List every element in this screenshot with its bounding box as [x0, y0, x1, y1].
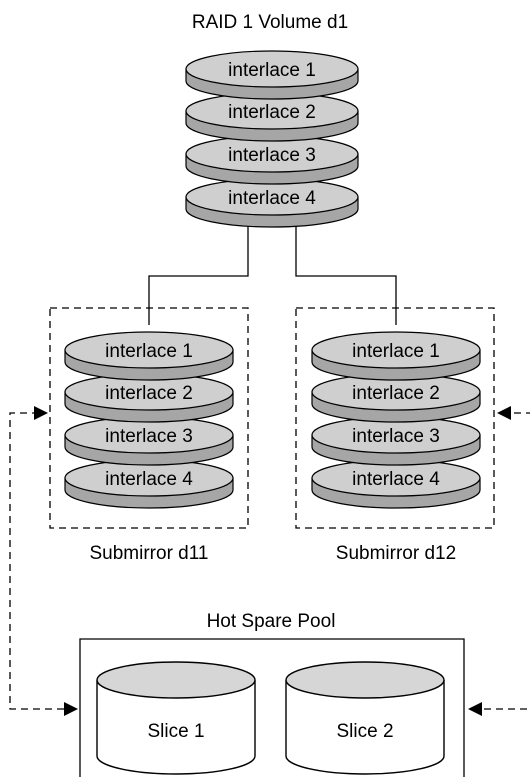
connector-to-d12	[295, 226, 397, 325]
d12-interlace-3-label: interlace 3	[352, 426, 440, 447]
d11-disk-1: interlace 1	[64, 331, 234, 381]
d12-interlace-1-label: interlace 1	[352, 341, 440, 362]
raid-interlace-3-label: interlace 3	[228, 145, 316, 166]
raid-volume-disk-1: interlace 1	[185, 50, 359, 100]
d11-disk-2: interlace 2	[64, 373, 234, 423]
submirror-d12-label: Submirror d12	[336, 543, 456, 564]
raid-volume-disk-3: interlace 3	[185, 135, 359, 185]
submirror-d11: interlace 4 interlace 3 interlace 2 inte…	[49, 307, 249, 564]
left-hot-spare-link	[9, 406, 78, 716]
submirror-d12: interlace 4 interlace 3 interlace 2 inte…	[295, 307, 495, 564]
connector-to-d11	[148, 226, 249, 325]
raid-volume-stack: interlace 4 interlace 3 interlace 2 inte…	[185, 50, 359, 228]
raid-volume-title: RAID 1 Volume d1	[192, 12, 348, 33]
mirror-connectors	[148, 226, 397, 325]
submirror-d11-boundary	[49, 307, 249, 529]
hot-spare-pool-boundary	[79, 638, 465, 777]
d12-interlace-2-label: interlace 2	[352, 383, 440, 404]
d11-disk-4: interlace 4	[64, 459, 234, 509]
slice-2-label: Slice 2	[336, 721, 393, 742]
d12-disk-3: interlace 3	[311, 416, 481, 466]
submirror-d11-label: Submirror d11	[90, 543, 209, 564]
d12-disk-4: interlace 4	[311, 459, 481, 509]
left-arrow-to-d11	[34, 406, 48, 420]
d11-interlace-4-label: interlace 4	[105, 469, 193, 490]
d11-interlace-3-label: interlace 3	[105, 426, 193, 447]
raid-interlace-2-label: interlace 2	[228, 102, 316, 123]
hot-spare-pool: Hot Spare Pool Slice 1 Slice 2	[79, 611, 465, 777]
d11-disk-3: interlace 3	[64, 416, 234, 466]
hot-spare-pool-title: Hot Spare Pool	[207, 611, 336, 632]
right-arrow-to-pool	[468, 702, 482, 716]
d12-disk-2: interlace 2	[311, 373, 481, 423]
d11-interlace-1-label: interlace 1	[105, 341, 193, 362]
raid-volume-disk-2: interlace 2	[185, 92, 359, 142]
slice-1-label: Slice 1	[147, 721, 204, 742]
submirror-d12-boundary	[295, 307, 495, 529]
slice-1-cylinder: Slice 1	[96, 661, 256, 775]
d11-interlace-2-label: interlace 2	[105, 383, 193, 404]
right-arrow-to-d12	[497, 406, 511, 420]
right-hot-spare-link	[468, 406, 530, 716]
left-dashed-path	[9, 412, 64, 710]
d12-disk-1: interlace 1	[311, 331, 481, 381]
raid-volume-disk-4: interlace 4	[185, 178, 359, 228]
slice-2-cylinder: Slice 2	[285, 661, 445, 775]
left-arrow-to-pool	[64, 702, 78, 716]
raid-interlace-1-label: interlace 1	[228, 60, 316, 81]
d12-interlace-4-label: interlace 4	[352, 469, 440, 490]
raid-interlace-4-label: interlace 4	[228, 188, 316, 209]
